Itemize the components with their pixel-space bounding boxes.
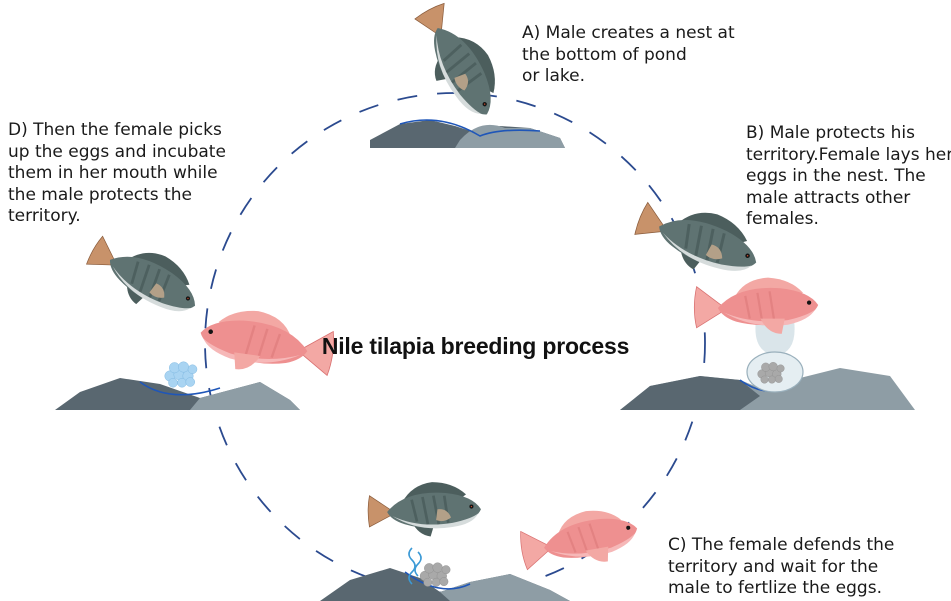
- step-d-caption: D) Then the female picks up the eggs and…: [8, 120, 226, 228]
- step-d-illustration: [55, 223, 337, 410]
- male-tilapia-icon: [80, 223, 209, 330]
- male-tilapia-icon: [368, 482, 481, 536]
- step-c-caption: C) The female defends the territory and …: [668, 535, 894, 600]
- egg-cluster-icon: [758, 362, 785, 383]
- step-b-caption: B) Male protects his territory.Female la…: [746, 123, 951, 231]
- female-tilapia-icon: [517, 503, 642, 576]
- male-tilapia-icon: [405, 0, 512, 128]
- egg-cluster-icon: [420, 563, 450, 587]
- step-a-caption: A) Male creates a nest at the bottom of …: [522, 23, 735, 88]
- diagram-title: Nile tilapia breeding process: [0, 333, 951, 360]
- step-c-illustration: [320, 482, 642, 601]
- egg-cluster-icon: [165, 362, 197, 388]
